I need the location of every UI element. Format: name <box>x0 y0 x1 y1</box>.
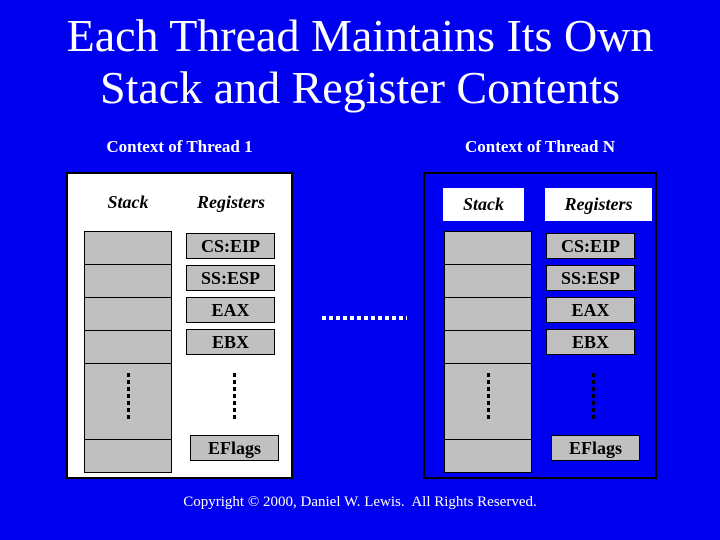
stack-cell <box>445 265 531 298</box>
slide-title-line-2: Stack and Register Contents <box>100 62 620 113</box>
slide-title-line-1: Each Thread Maintains Its Own <box>66 10 654 61</box>
slide-title: Each Thread Maintains Its Own Stack and … <box>0 10 720 114</box>
register-box-eflags: EFlags <box>190 435 279 461</box>
stack-cell-ellipsis <box>85 373 171 440</box>
stack-cell <box>85 331 171 364</box>
stack-column-label: Stack <box>443 188 524 221</box>
context-of-thread-1-header: Context of Thread 1 <box>106 137 253 156</box>
register-box-eflags: EFlags <box>551 435 640 461</box>
thread-continuation-dotted-line-icon <box>322 316 407 320</box>
stack-ellipsis-dotted-line-icon <box>126 373 130 421</box>
stack-column <box>84 231 172 473</box>
stack-cell <box>445 440 531 472</box>
registers-column-label: Registers <box>545 188 652 221</box>
register-box-eax: EAX <box>546 297 635 323</box>
stack-cell <box>85 298 171 331</box>
stack-cell <box>85 265 171 298</box>
stack-ellipsis-dotted-line-icon <box>486 373 490 421</box>
stack-column-label: Stack <box>107 192 149 212</box>
registers-ellipsis-dotted-line-icon <box>592 373 595 421</box>
copyright-notice: Copyright © 2000, Daniel W. Lewis. All R… <box>183 494 537 510</box>
registers-ellipsis-dotted-line-icon <box>233 373 236 421</box>
register-box-ss-esp: SS:ESP <box>546 265 635 291</box>
stack-cell-ellipsis <box>445 373 531 440</box>
thread-n-context-panel: Stack Registers CS:EIP SS:ESP EAX EBX EF… <box>423 172 657 479</box>
register-box-cs-eip: CS:EIP <box>186 233 275 259</box>
register-box-eax: EAX <box>186 297 275 323</box>
register-box-cs-eip: CS:EIP <box>546 233 635 259</box>
stack-cell <box>445 232 531 265</box>
thread-1-context-panel: Stack Registers CS:EIP SS:ESP EAX EBX EF… <box>66 172 293 479</box>
registers-column-label: Registers <box>196 192 265 212</box>
stack-column <box>444 231 532 473</box>
register-box-ebx: EBX <box>186 329 275 355</box>
stack-cell <box>85 232 171 265</box>
stack-cell <box>445 298 531 331</box>
stack-cell <box>85 440 171 472</box>
register-box-ebx: EBX <box>546 329 635 355</box>
stack-cell <box>445 331 531 364</box>
register-box-ss-esp: SS:ESP <box>186 265 275 291</box>
context-of-thread-n-header: Context of Thread N <box>464 137 615 156</box>
